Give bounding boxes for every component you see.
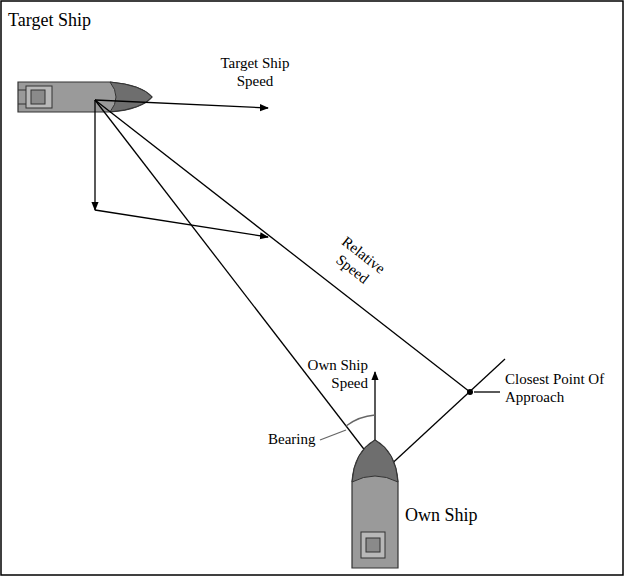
leader-line (320, 430, 346, 440)
bearing-arc (346, 415, 375, 426)
vector-label: Relative Speed (317, 224, 399, 299)
sight-line (95, 100, 380, 470)
vector-lines (95, 100, 505, 470)
relative-track-line (95, 100, 470, 392)
vector-label: Target Ship Speed (205, 54, 305, 90)
vector-label: Own Ship Speed (298, 356, 368, 392)
ship-name: Own Ship (405, 505, 478, 527)
ship-name: Target Ship (8, 10, 91, 32)
target-ship-symbol (18, 82, 152, 112)
own-speed-arrow (374, 372, 375, 440)
angle-label: Bearing (268, 430, 315, 448)
cpa-dot (467, 389, 473, 395)
own-ship-symbol (352, 440, 398, 568)
cpa-perpendicular (385, 359, 505, 470)
leader-line (474, 391, 500, 392)
point-label: Closest Point Of Approach (505, 370, 605, 406)
target-speed-arrow (95, 100, 268, 108)
reverse-own-speed-arrow (94, 100, 95, 210)
